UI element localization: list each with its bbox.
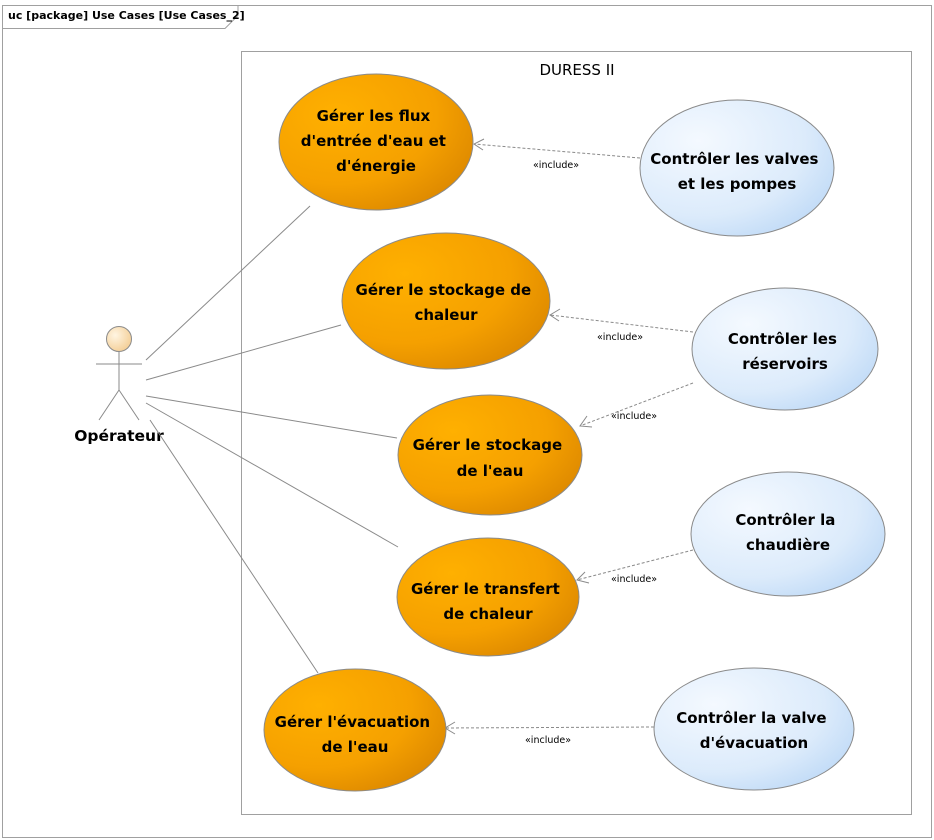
actor-head: [106, 326, 132, 352]
use-case-label: d'évacuation: [700, 734, 808, 752]
association-stockage-chaleur: [145, 324, 342, 381]
include-reservoirs-eau: «include»: [579, 382, 694, 428]
association-transfert: [145, 402, 399, 548]
use-case-controler-valves[interactable]: Contrôler les valves et les pompes: [639, 99, 835, 237]
association-stockage-eau: [145, 395, 398, 439]
svg-text:Contrôler les réservoirs: Contrôler les réservoirs: [728, 330, 842, 373]
use-case-controler-chaudiere[interactable]: Contrôler la chaudière: [690, 471, 886, 597]
use-case-label: Contrôler les valves: [650, 150, 818, 168]
package-frame: uc [package] Use Cases [Use Cases_2]: [2, 5, 932, 838]
include-label: «include»: [611, 574, 657, 585]
system-boundary: DURESS II: [241, 51, 912, 815]
use-case-gerer-flux[interactable]: Gérer les flux d'entrée d'eau et d'énerg…: [278, 73, 474, 211]
include-label: «include»: [597, 332, 643, 343]
include-valve-evacuation: «include»: [444, 721, 655, 746]
use-case-label: Gérer les flux: [317, 107, 431, 125]
use-case-label: Gérer le transfert: [411, 580, 560, 598]
use-case-gerer-stockage-eau[interactable]: Gérer le stockage de l'eau: [397, 394, 583, 516]
actor-operateur[interactable]: Opérateur: [74, 326, 164, 446]
use-case-controler-reservoirs[interactable]: Contrôler les réservoirs: [691, 287, 879, 411]
include-label: «include»: [611, 411, 657, 422]
use-case-gerer-evacuation[interactable]: Gérer l'évacuation de l'eau: [263, 668, 447, 792]
association-flux: [145, 205, 311, 361]
svg-text:Gérer le transfert de ch: Gérer le transfert de chaleur: [411, 580, 565, 623]
use-case-label: réservoirs: [742, 355, 828, 373]
include-label: «include»: [533, 160, 579, 171]
use-case-label: d'entrée d'eau et: [301, 132, 446, 150]
use-case-label: Contrôler la valve: [676, 709, 826, 727]
include-label: «include»: [525, 735, 571, 746]
use-case-label: Contrôler les: [728, 330, 837, 348]
use-case-gerer-stockage-chaleur[interactable]: Gérer le stockage de chaleur: [341, 232, 551, 370]
use-case-label: et les pompes: [678, 175, 797, 193]
include-valves: «include»: [473, 138, 641, 171]
svg-text:Contrôler les valves et: Contrôler les valves et les pompes: [650, 150, 823, 193]
use-case-gerer-transfert[interactable]: Gérer le transfert de chaleur: [396, 537, 580, 657]
actor-leg-left: [98, 389, 120, 421]
use-case-label: de chaleur: [443, 605, 533, 623]
svg-text:Gérer le stockage de cha: Gérer le stockage de chaleur: [356, 281, 537, 324]
svg-text:Gérer les flux d'entrée: Gérer les flux d'entrée d'eau et d'énerg…: [301, 107, 451, 175]
use-case-label: chaleur: [414, 306, 478, 324]
use-case-label: de l'eau: [457, 462, 524, 480]
use-case-controler-valve-evacuation[interactable]: Contrôler la valve d'évacuation: [653, 667, 855, 791]
association-evacuation: [149, 419, 319, 674]
include-reservoirs-chaleur: «include»: [549, 308, 694, 343]
use-case-label: Contrôler la: [735, 511, 835, 529]
use-case-label: Gérer le stockage: [413, 436, 563, 454]
svg-text:Contrôler la valve d'éva: Contrôler la valve d'évacuation: [676, 709, 832, 752]
actor-label: Opérateur: [74, 427, 164, 445]
use-case-label: d'énergie: [336, 157, 416, 175]
svg-text:Contrôler la chaudière: Contrôler la chaudière: [735, 511, 840, 554]
svg-text:Gérer le stockage de l'e: Gérer le stockage de l'eau: [413, 436, 568, 480]
system-title: DURESS II: [539, 61, 614, 79]
include-chaudiere: «include»: [576, 549, 694, 585]
associations: [145, 205, 399, 674]
use-case-label: Gérer le stockage de: [356, 281, 532, 299]
use-case-label: de l'eau: [322, 738, 389, 756]
frame-title: uc [package] Use Cases [Use Cases_2]: [8, 9, 245, 22]
svg-text:Gérer l'évacuation de l': Gérer l'évacuation de l'eau: [275, 713, 436, 756]
use-case-label: Gérer l'évacuation: [275, 713, 430, 731]
use-case-label: chaudière: [746, 536, 830, 554]
actor-leg-right: [118, 389, 140, 421]
